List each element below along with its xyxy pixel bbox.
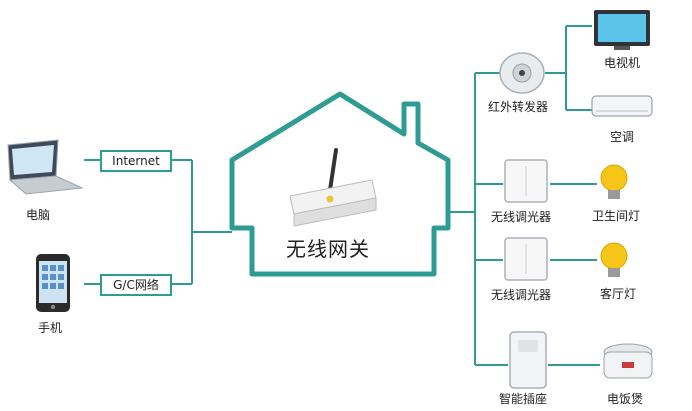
air-conditioner-icon <box>591 95 653 117</box>
dimmer-label-1: 无线调光器 <box>491 210 552 224</box>
gc-network-box: G/C网络 <box>100 274 172 296</box>
left-connectors <box>84 159 232 285</box>
router-icon <box>289 148 377 227</box>
house-outline <box>229 91 451 277</box>
dimmer-label-2: 无线调光器 <box>491 288 552 302</box>
rice-cooker-icon <box>603 343 653 379</box>
bathroom-lamp-label: 卫生间灯 <box>592 209 641 223</box>
ac-label: 空调 <box>610 130 635 144</box>
smartphone-icon <box>36 254 70 312</box>
ir-transmitter-label: 红外转发器 <box>488 100 549 114</box>
living-room-lamp-label: 客厅灯 <box>600 287 637 301</box>
gateway-title: 无线网关 <box>286 237 370 261</box>
light-switch-icon <box>504 159 548 203</box>
right-connectors <box>448 25 600 366</box>
phone-label: 手机 <box>38 321 63 335</box>
smart-plug-label: 智能插座 <box>499 392 548 406</box>
laptop-icon <box>7 139 84 195</box>
internet-box: Internet <box>100 150 172 172</box>
bulb-icon <box>600 164 628 199</box>
light-switch-icon <box>504 237 548 281</box>
bulb-icon <box>600 242 628 277</box>
ir-transmitter-icon <box>499 52 545 94</box>
rice-cooker-label: 电饭煲 <box>607 392 644 406</box>
pc-label: 电脑 <box>26 208 51 222</box>
smart-plug-icon <box>509 331 547 389</box>
tv-icon <box>594 10 650 50</box>
tv-label: 电视机 <box>604 56 641 70</box>
